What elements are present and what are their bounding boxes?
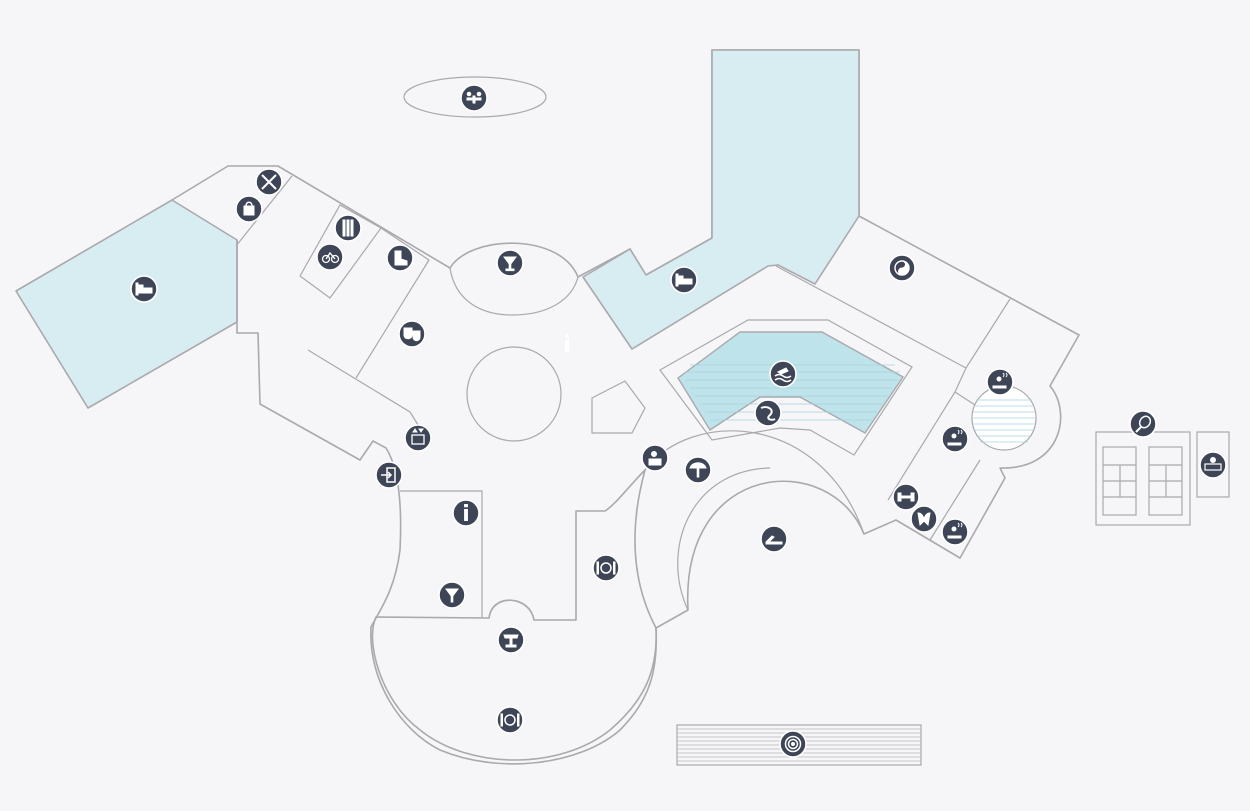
sauna-icon[interactable]: [986, 368, 1014, 396]
wellness-icon[interactable]: [941, 425, 969, 453]
hotel-wing-north: [582, 49, 860, 350]
playground-icon[interactable]: [460, 84, 488, 112]
lobby-arch: [488, 599, 535, 621]
beach-umbrella-icon[interactable]: [684, 456, 712, 484]
playground-area: [403, 76, 547, 118]
room-service-icon[interactable]: [641, 444, 669, 472]
lobby-west-wall: [236, 240, 658, 765]
east-wing-divider-3: [954, 391, 976, 406]
tennis-icon[interactable]: [1129, 410, 1157, 438]
theater-icon[interactable]: [398, 320, 426, 348]
lobby-south-room: [400, 490, 483, 618]
fitness-icon[interactable]: [892, 483, 920, 511]
pool-deck: [659, 319, 913, 456]
hotel-bed-icon[interactable]: [130, 275, 158, 303]
entrance-icon[interactable]: [375, 461, 403, 489]
elevator-icon[interactable]: [404, 424, 432, 452]
pool-bar: [591, 380, 646, 434]
hotel-wing-west: [15, 199, 238, 409]
restaurant-icon[interactable]: [592, 554, 620, 582]
archery-target-icon[interactable]: [779, 730, 807, 758]
volleyball-court: [1196, 431, 1230, 498]
floor-info-marker: [565, 334, 569, 352]
ski-storage-icon[interactable]: [334, 214, 362, 242]
volleyball-icon[interactable]: [1199, 451, 1227, 479]
information-icon[interactable]: i: [452, 499, 480, 527]
central-circle: [466, 346, 562, 442]
massage-icon[interactable]: [910, 505, 938, 533]
yin-yang-spa-icon[interactable]: [888, 254, 916, 282]
room-divider-west-1: [235, 175, 293, 247]
swimming-pool-icon[interactable]: [769, 360, 797, 388]
snack-bar-icon[interactable]: [497, 626, 525, 654]
tennis-courts: [1095, 431, 1191, 526]
cocktail-bar-icon[interactable]: [496, 249, 524, 277]
room-divider-west-3: [355, 227, 430, 379]
waterslide-icon[interactable]: [754, 399, 782, 427]
bar-oval: [449, 267, 579, 316]
bike-rental-icon[interactable]: [316, 243, 344, 271]
main-building-outline: [171, 49, 1080, 761]
sun-lounger-icon[interactable]: [760, 525, 788, 553]
beach-arc-inner: [677, 467, 771, 611]
lobby-bar-icon[interactable]: [438, 581, 466, 609]
plunge-pool-lines: [973, 399, 1035, 443]
boot-storage-icon[interactable]: [386, 244, 414, 272]
dining-restaurant-icon[interactable]: [496, 706, 524, 734]
hammam-icon[interactable]: [941, 518, 969, 546]
information-glyph: i: [462, 502, 470, 527]
beach-bed-icon[interactable]: [670, 266, 698, 294]
shop-bag-icon[interactable]: [235, 195, 263, 223]
east-wing-divider-4: [929, 459, 981, 541]
no-pets-icon[interactable]: [255, 168, 283, 196]
room-divider-west-4: [307, 349, 421, 429]
beach-arc: [644, 430, 865, 535]
